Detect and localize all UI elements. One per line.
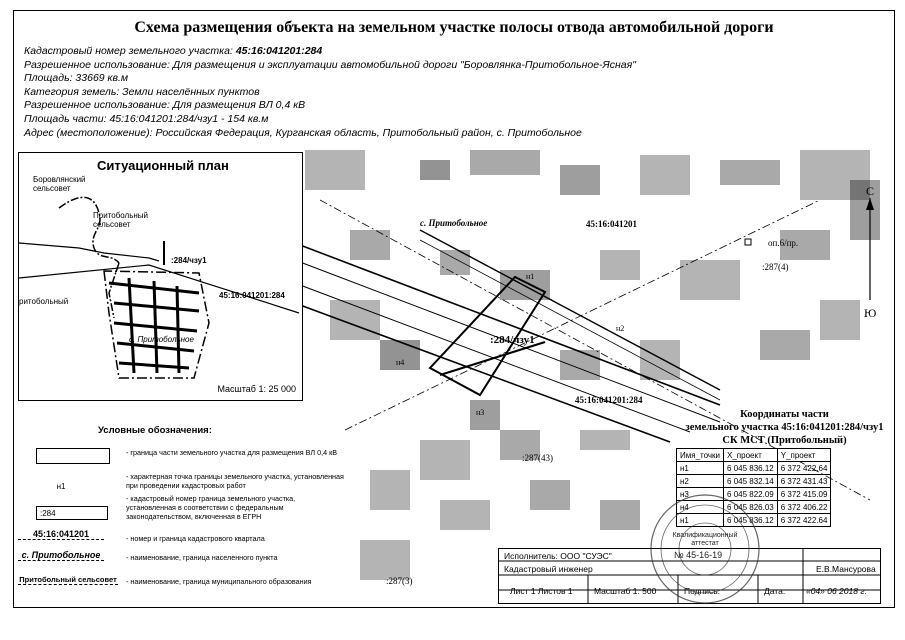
legend-symbol-point: н1 <box>56 482 66 491</box>
point-x: 6 045 836.12 <box>723 461 778 475</box>
part-label: :284/чзу1 <box>490 334 535 346</box>
date-label: Дата: <box>764 586 786 596</box>
legend-text-quarter: - номер и граница кадастрового квартала <box>126 534 265 543</box>
point-name: н1 <box>675 513 725 527</box>
quarter-label-mid: 45:16:041201:284 <box>575 395 643 405</box>
point-x: 6 045 832.14 <box>723 474 778 488</box>
point-y: 6 372 406.22 <box>776 500 832 514</box>
point-n4-label: н4 <box>396 358 405 367</box>
borovlyanka-label: Боровлянский сельсовет <box>33 175 86 193</box>
point-n2-label: н2 <box>616 324 625 333</box>
support-label: оп.6/пр. <box>768 238 799 248</box>
inset-parcel-label: 45:16:041201:284 <box>219 291 285 300</box>
date-value: «04» 06 2018 г. <box>806 586 867 596</box>
quarter-label-top: 45:16:041201 <box>586 219 637 229</box>
legend-text-municipality: - наименование, граница муниципального о… <box>126 577 312 586</box>
situation-plan-map <box>19 196 300 379</box>
legend-text-point: - характерная точка границы земельного у… <box>126 472 344 490</box>
permitted-use-line: Разрешенное использование: Для размещени… <box>24 58 636 71</box>
point-name: н2 <box>675 474 725 488</box>
north-arrow <box>866 198 874 300</box>
legend-symbol-quarter: 45:16:041201 <box>18 530 104 540</box>
parcel-info: Кадастровый номер земельного участка: 45… <box>24 45 636 140</box>
south-label: Ю <box>864 306 877 320</box>
legend-symbol-cadastral: :284 <box>36 506 108 520</box>
title-block-grid <box>498 548 881 604</box>
seal-graphic <box>650 494 760 604</box>
scale-label: Масштаб 1: 500 <box>594 586 657 596</box>
quarter-boundary <box>319 199 871 501</box>
coords-title-3: СК МСТ (Притобольный) <box>722 435 847 446</box>
table-row: н2 6 045 832.14 6 372 431.43 <box>675 474 832 488</box>
legend: Условные обозначения: - граница части зе… <box>18 412 344 598</box>
seal-text: Квалификационный аттестат <box>672 532 738 547</box>
page-title: Схема размещения объекта на земельном уч… <box>134 19 774 36</box>
header-y: Y_проект <box>776 448 832 462</box>
engineer-seal: Квалификационный аттестат № 45-16-19 <box>648 492 762 606</box>
part-area-line: Площадь части: 45:16:041201:284/чзу1 - 1… <box>24 112 269 125</box>
engineer-label: Кадастровый инженер <box>504 564 593 574</box>
legend-symbol-settlement: с. Притобольное <box>18 551 104 561</box>
legend-title: Условные обозначения: <box>98 425 212 436</box>
point-y: 6 372 422.64 <box>776 461 832 475</box>
legend-text-settlement: - наименование, граница населенного пунк… <box>126 553 278 562</box>
legend-symbol-municipality: Притобольный сельсовет <box>18 575 118 585</box>
engineer-name: Е.В.Мансурова <box>816 564 876 574</box>
cadastral-label: Кадастровый номер земельного участка: <box>24 45 233 57</box>
point-n1-label: н1 <box>526 272 535 281</box>
point-y: 6 372 431.43 <box>776 474 832 488</box>
executor-label: Исполнитель: ООО "СУЭС" <box>504 551 612 561</box>
point-y: 6 372 422.64 <box>776 513 832 527</box>
situation-plan: Ситуационный план Боровлянский сельсовет… <box>18 152 303 401</box>
point-n3-label: н3 <box>476 408 485 417</box>
pritobolny-label: Притобольный сельсовет <box>93 211 149 229</box>
point-y: 6 372 415.09 <box>776 487 832 501</box>
cadastral-value: 45:16:041201:284 <box>235 45 323 57</box>
header-x: X_проект <box>723 448 778 462</box>
village-label: с. Притобольное <box>420 218 488 228</box>
north-label: С <box>866 184 875 198</box>
table-header-row: Имя_точки X_проект Y_проект <box>675 448 832 462</box>
map-texture <box>305 150 880 580</box>
situation-plan-title: Ситуационный план <box>97 158 229 173</box>
area-line: Площадь: 33669 кв.м <box>24 72 129 85</box>
table-row: н4 6 045 826.03 6 372 406.22 <box>675 500 832 514</box>
seal-number: № 45-16-19 <box>674 550 723 560</box>
sheet-label: Лист 1 Листов 1 <box>510 586 573 596</box>
header-point: Имя_точки <box>675 448 725 462</box>
point-name: н1 <box>675 461 725 475</box>
parcel-287-3-label: :287(3) <box>386 576 413 586</box>
parcel-287-4-label: :287(4) <box>762 262 789 272</box>
part-boundary-line <box>439 341 546 376</box>
legend-text-part: - граница части земельного участка для р… <box>126 448 338 457</box>
signature-label: Подпись: <box>684 586 721 596</box>
inset-part-label: :284/чзу1 <box>171 256 207 265</box>
coordinates-block: Координаты части земельного участка 45:1… <box>674 408 895 527</box>
support-marker <box>744 238 752 246</box>
land-category-line: Категория земель: Земли населённых пункт… <box>24 85 260 98</box>
inset-village-label: с. Притобольное <box>129 335 194 344</box>
coords-title-2: земельного участка 45:16:041201:284/чзу1 <box>685 422 884 433</box>
table-row: н1 6 045 836.12 6 372 422.64 <box>675 461 832 475</box>
address-line: Адрес (местоположение): Российская Федер… <box>24 126 582 139</box>
coords-title-1: Координаты части <box>740 409 829 420</box>
inset-left-label: ритобольный <box>19 297 69 306</box>
permitted-use-part-line: Разрешенное использование: Для размещени… <box>24 99 306 112</box>
legend-text-cadastral: - кадастровый номер граница земельного у… <box>126 494 296 521</box>
legend-symbol-part <box>36 448 110 464</box>
title-block: Исполнитель: ООО "СУЭС" Кадастровый инже… <box>498 548 881 604</box>
parcel-287-43-label: :287(43) <box>522 453 553 463</box>
part-polygon <box>428 275 547 397</box>
cadastral-number-line: Кадастровый номер земельного участка: 45… <box>24 45 636 59</box>
inset-scale: Масштаб 1: 25 000 <box>217 384 296 394</box>
